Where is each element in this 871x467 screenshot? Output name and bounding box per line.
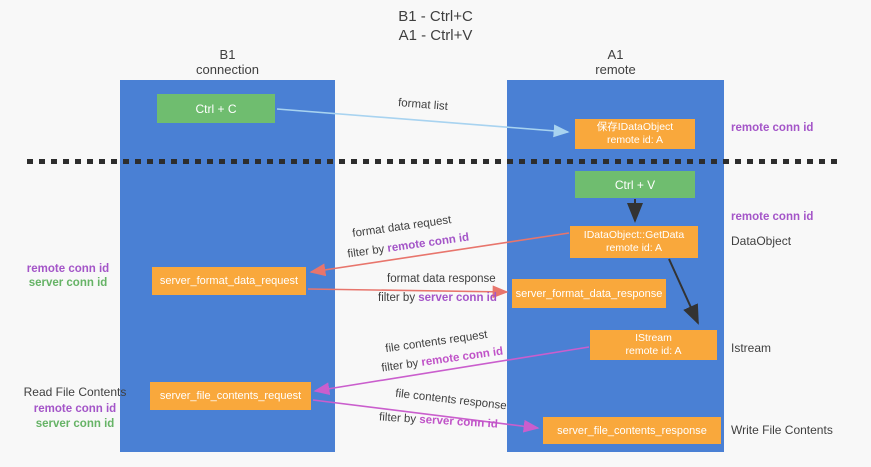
node-ctrl-c: Ctrl + C	[157, 94, 275, 123]
label-istream: Istream	[731, 341, 772, 355]
left-conn-id-group-bottom: Read File Contents remote conn id server…	[10, 385, 140, 432]
label-remote-conn-id-top: remote conn id	[731, 122, 814, 134]
node-save-idataobject-line2: remote id: A	[606, 134, 664, 146]
label-server-conn-id: server conn id	[28, 277, 108, 289]
label-format-data-response: format data response	[387, 273, 496, 285]
node-getdata-line1: IDataObject::GetData	[583, 228, 685, 241]
left-conn-id-group-top: remote conn id server conn id	[18, 262, 118, 290]
lane-b1-role: connection	[196, 62, 259, 77]
label-write-file-contents: Write File Contents	[731, 423, 833, 437]
node-istream-line1: IStream	[635, 331, 672, 344]
node-getdata-line2: remote id: A	[605, 242, 663, 254]
lane-header-b1: B1 connection	[120, 47, 335, 77]
label-remote-conn-id-mid: remote conn id	[731, 211, 814, 223]
label-dataobject: DataObject	[731, 234, 792, 248]
arrow-format-list	[276, 108, 570, 138]
node-idataobject-getdata: IDataObject::GetData remote id: A	[570, 226, 698, 258]
filter-prefix: filter by	[378, 292, 419, 304]
node-istream: IStream remote id: A	[590, 330, 717, 360]
lane-a1-name: A1	[607, 47, 624, 62]
filter-key-server-conn-id: server conn id	[418, 292, 497, 304]
lane-a1-role: remote	[595, 62, 636, 77]
diagram-title: B1 - Ctrl+C A1 - Ctrl+V	[0, 7, 871, 45]
arrow-getdata-to-istream	[668, 258, 699, 325]
filter-prefix: filter by	[378, 411, 420, 426]
label-remote-conn-id: remote conn id	[26, 263, 110, 275]
node-server-format-data-request: server_format_data_request	[152, 267, 306, 295]
node-server-format-data-response: server_format_data_response	[512, 279, 666, 308]
arrow-format-data-request	[309, 232, 570, 277]
arrow-format-data-response	[307, 285, 509, 299]
title-line-1: B1 - Ctrl+C	[398, 8, 473, 25]
node-server-file-contents-request: server_file_contents_request	[150, 382, 311, 410]
node-istream-line2: remote id: A	[625, 345, 682, 357]
label-read-file-contents: Read File Contents	[23, 385, 127, 399]
label-remote-conn-id: remote conn id	[33, 403, 117, 415]
dashed-divider	[27, 159, 837, 164]
lane-b1-name: B1	[219, 47, 236, 62]
node-server-file-contents-response: server_file_contents_response	[543, 417, 721, 444]
lane-header-a1: A1 remote	[507, 47, 724, 77]
title-line-2: A1 - Ctrl+V	[398, 27, 473, 44]
label-filter-format-response: filter by server conn id	[378, 292, 497, 304]
arrow-file-contents-request	[313, 346, 590, 396]
node-save-idataobject-line1: 保存IDataObject	[596, 120, 674, 133]
label-server-conn-id: server conn id	[35, 418, 115, 430]
arrow-file-contents-response	[312, 399, 540, 433]
node-save-idataobject: 保存IDataObject remote id: A	[575, 119, 695, 149]
node-ctrl-v: Ctrl + V	[575, 171, 695, 198]
